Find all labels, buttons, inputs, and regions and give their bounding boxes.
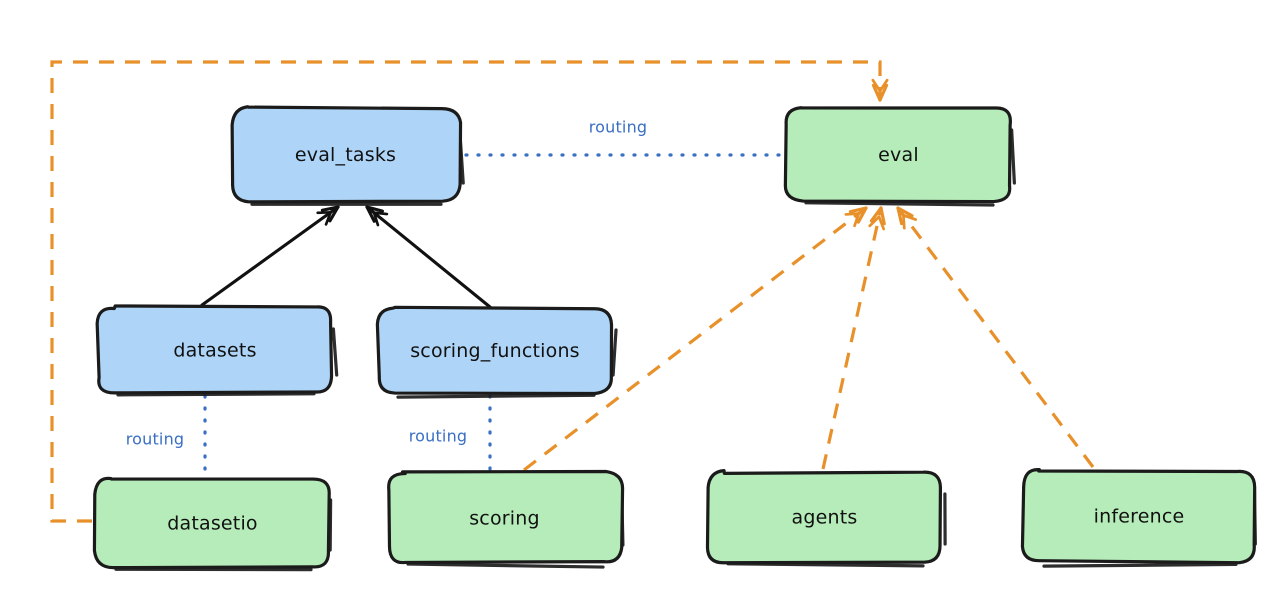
arrowhead-agents-eval — [868, 206, 886, 231]
node-shape[interactable] — [387, 469, 625, 565]
node-outline-shadow — [396, 328, 618, 399]
edge-scoring-eval — [523, 206, 868, 472]
node-shape[interactable] — [375, 305, 614, 396]
edge-label-routing: routing — [126, 430, 185, 449]
node-datasets[interactable]: datasets — [95, 304, 339, 397]
edge-datasetio-eval — [50, 60, 889, 523]
node-label: scoring — [469, 508, 540, 530]
arrowhead-scoringfn-eval_tasks — [365, 205, 389, 227]
node-outline-shadow — [116, 327, 339, 397]
edge-scoringfn-eval_tasks — [365, 205, 492, 309]
node-shape[interactable] — [92, 476, 331, 570]
label-layer: routing routing routing — [126, 118, 648, 449]
node-layer: eval_tasks eval datasets scoring_functionsd… — [92, 105, 1257, 572]
node-datasetio[interactable]: datasetio — [92, 476, 333, 572]
arrowhead-datasetio-eval — [871, 78, 889, 102]
node-eval[interactable]: eval — [783, 106, 1016, 207]
node-label: inference — [1094, 506, 1185, 528]
edge-label-routing: routing — [589, 118, 648, 137]
edge-agents-eval — [821, 206, 886, 470]
edge-datasets-eval_tasks — [200, 205, 340, 307]
arrowhead-datasets-eval_tasks — [316, 205, 340, 226]
node-agents[interactable]: agents — [705, 469, 947, 568]
node-outline-shadow — [804, 128, 1016, 207]
arrowhead-scoring-eval — [844, 206, 868, 228]
node-label: eval_tasks — [295, 144, 396, 166]
edge-label-routing: routing — [409, 427, 468, 446]
edge-layer — [50, 60, 1095, 523]
node-shape[interactable] — [705, 469, 943, 565]
node-label: scoring_functions — [410, 340, 580, 362]
node-eval_tasks[interactable]: eval_tasks — [230, 105, 465, 206]
edge-inference-eval — [896, 206, 1095, 468]
node-inference[interactable]: inference — [1020, 468, 1257, 568]
node-scoring[interactable]: scoring — [387, 469, 625, 569]
node-shape[interactable] — [783, 106, 1012, 204]
node-label: eval — [878, 144, 919, 166]
node-label: datasets — [173, 340, 256, 362]
arrowhead-inference-eval — [896, 206, 918, 230]
node-label: agents — [792, 507, 858, 529]
node-shape[interactable] — [230, 105, 463, 204]
node-scoring_functions[interactable]: scoring_functions — [375, 305, 618, 399]
node-label: datasetio — [167, 513, 258, 535]
node-shape[interactable] — [1020, 468, 1257, 565]
node-shape[interactable] — [95, 304, 334, 395]
